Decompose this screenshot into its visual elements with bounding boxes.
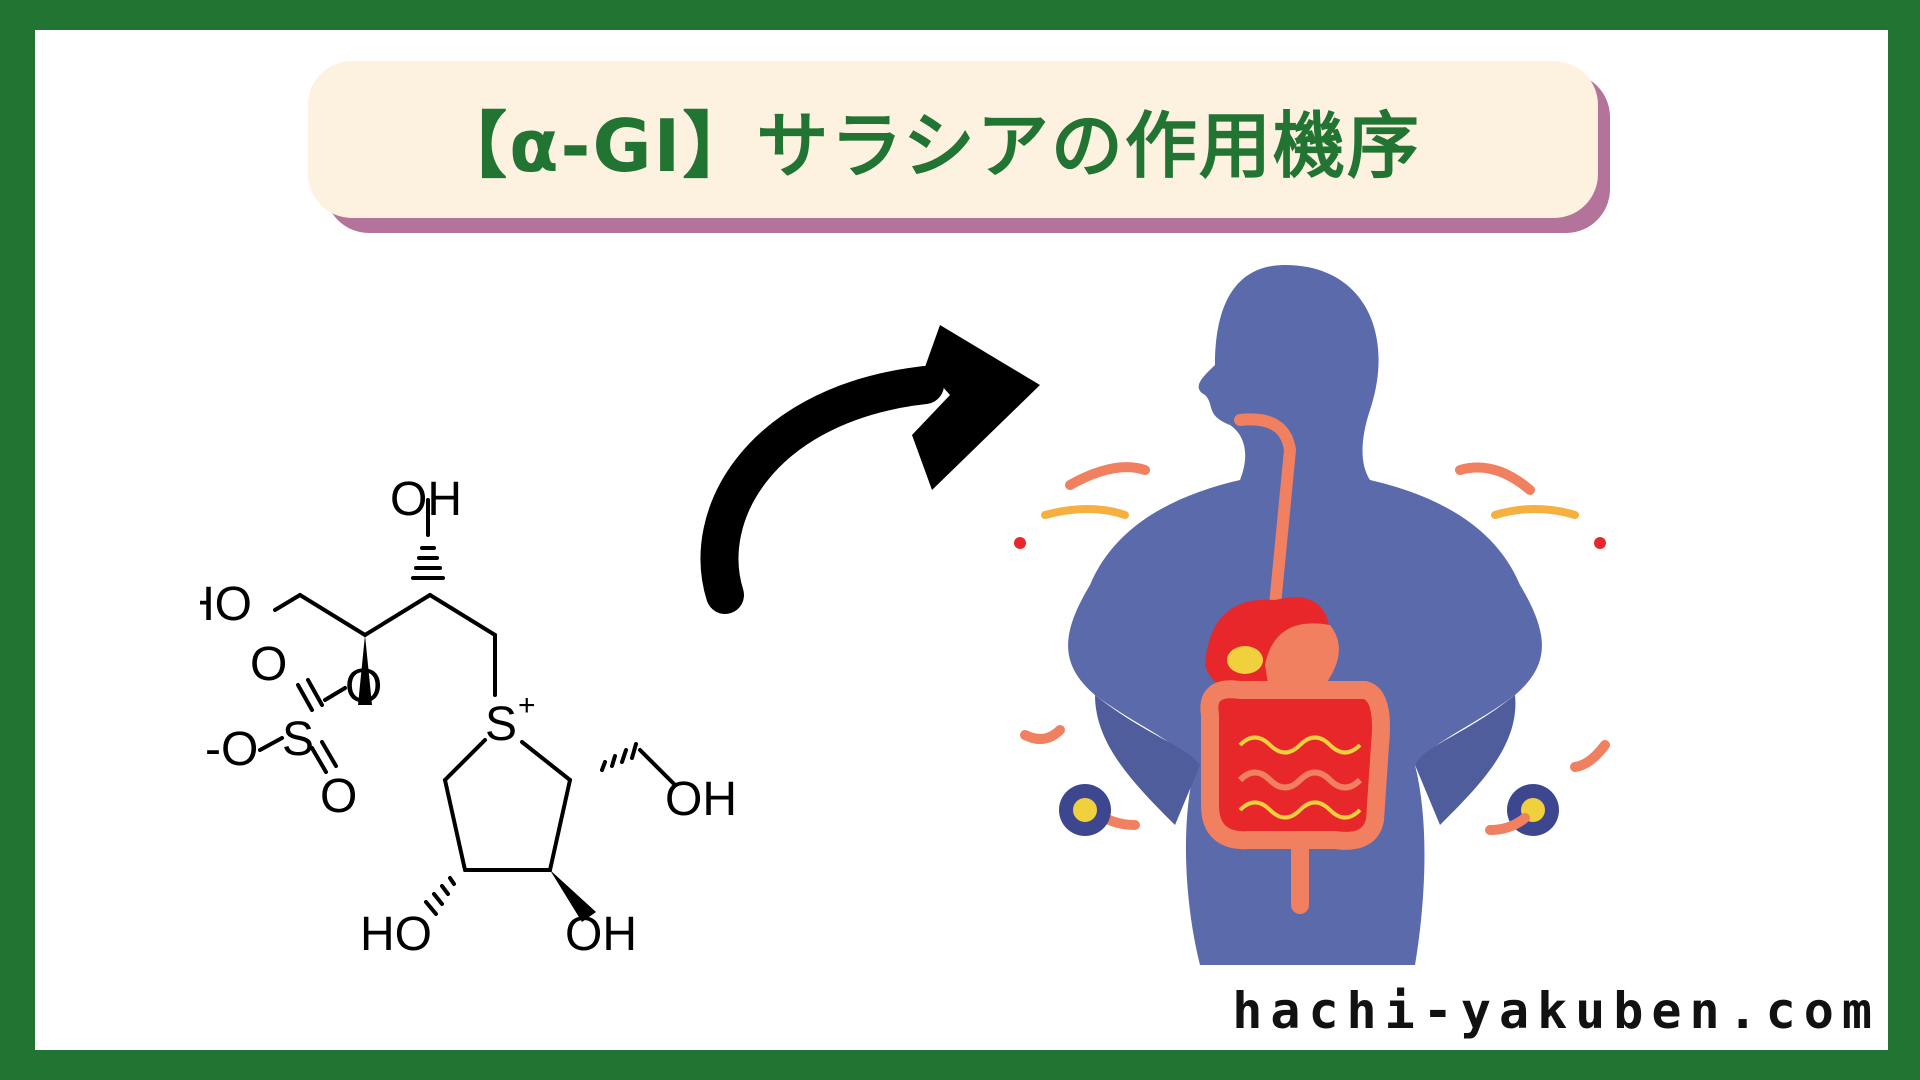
site-watermark: hachi-yakuben.com — [1232, 982, 1880, 1040]
salacinol-structure: OH HO O O S -O O S + OH HO OH — [200, 473, 737, 961]
decoration-right — [1455, 462, 1610, 835]
human-digestive-system-illustration — [1014, 265, 1610, 965]
flower-decoration-icon — [1059, 784, 1559, 836]
ho-left-label: HO — [200, 578, 252, 631]
o-sulfate-label: O — [345, 660, 382, 713]
page-title: 【α-GI】サラシアの作用機序 — [435, 104, 1421, 188]
oh-right-label: OH — [665, 773, 737, 826]
curved-arrow-icon — [700, 325, 1040, 614]
title-banner: 【α-GI】サラシアの作用機序 — [308, 61, 1598, 218]
oh-top-label: OH — [390, 473, 462, 526]
o-minus-label: -O — [205, 723, 258, 776]
o-double-top-label: O — [250, 638, 287, 691]
s-ring-label: S — [485, 698, 517, 751]
oh-bottom-label: OH — [565, 908, 637, 961]
s-sulfate-label: S — [282, 713, 314, 766]
s-charge-label: + — [518, 689, 536, 722]
ho-bottom-label: HO — [360, 908, 432, 961]
o-double-bottom-label: O — [320, 770, 357, 823]
decoration-left — [1014, 462, 1150, 830]
